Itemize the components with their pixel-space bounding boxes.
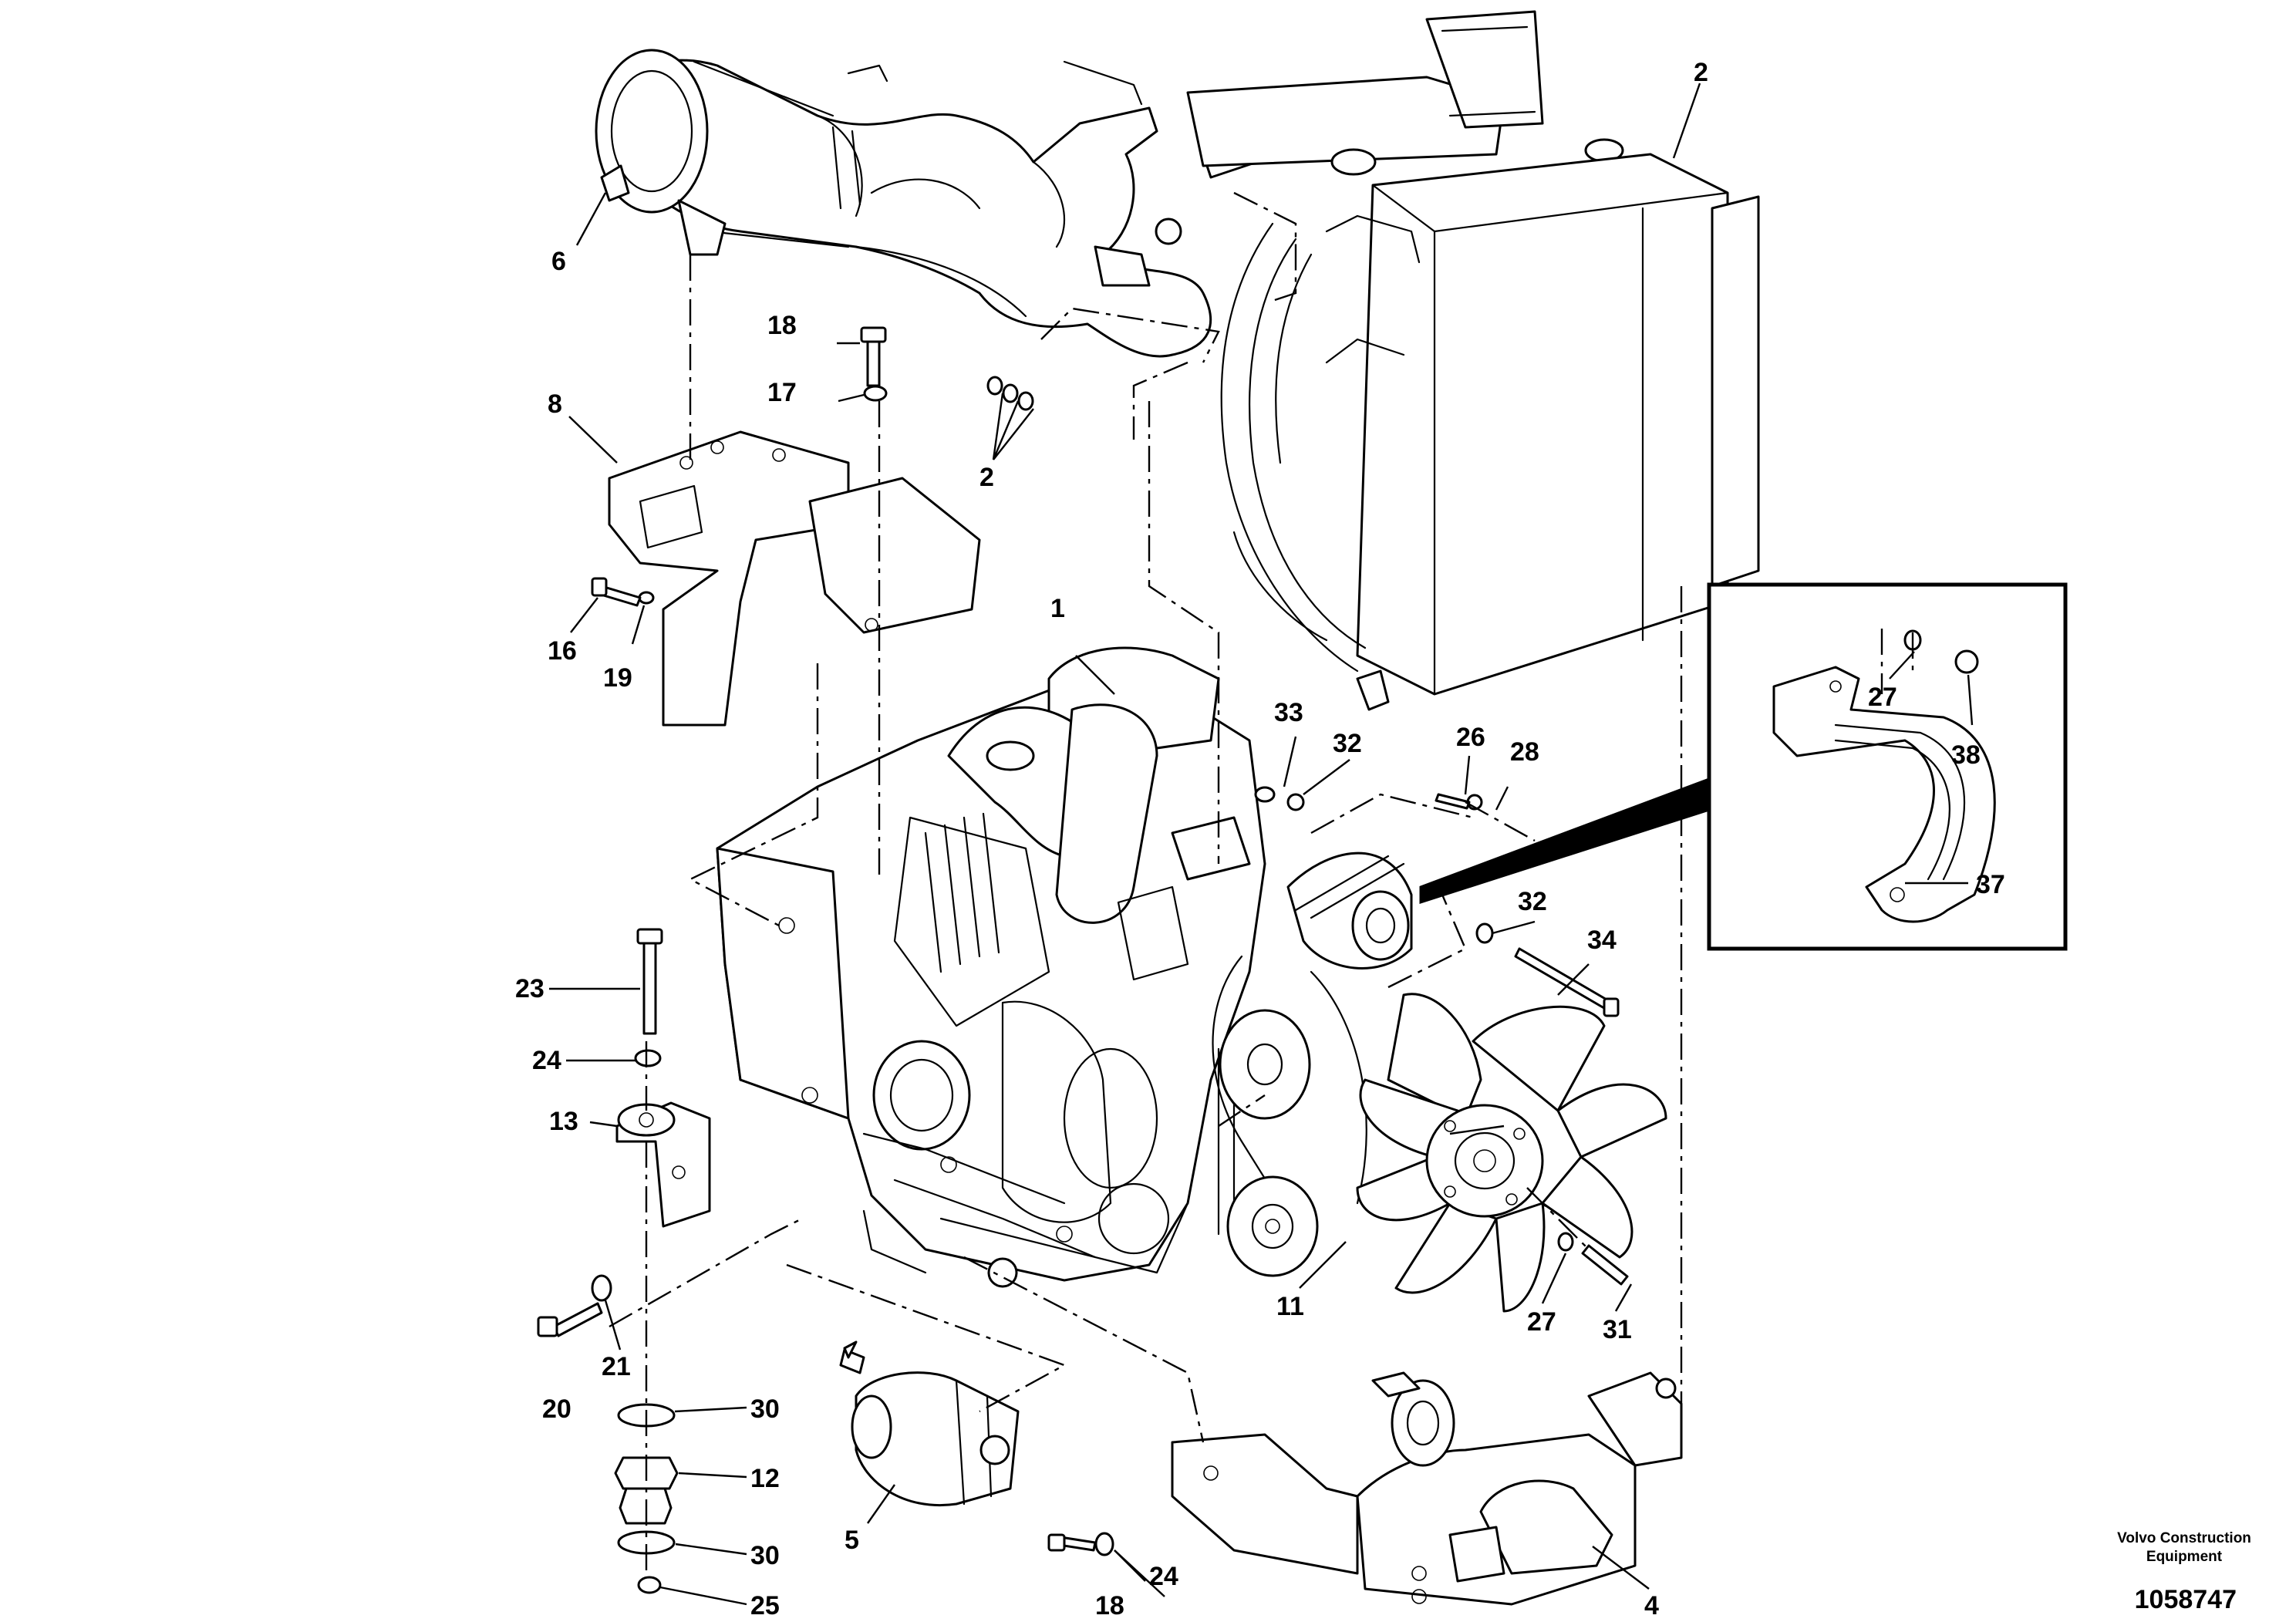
callout-24-left: 24 — [532, 1046, 561, 1075]
radiator-assembly — [1186, 10, 1760, 711]
bolts — [537, 326, 1629, 1552]
callout-21: 21 — [602, 1352, 631, 1381]
callout-4: 4 — [1644, 1591, 1659, 1620]
credit-block: Volvo Construction Equipment 1058747 — [2117, 1530, 2251, 1614]
callout-24-bottom: 24 — [1149, 1562, 1178, 1591]
callout-6: 6 — [551, 247, 566, 276]
callout-27-lower: 27 — [1527, 1307, 1556, 1337]
callout-34: 34 — [1587, 926, 1617, 955]
washers-and-nuts — [591, 376, 1574, 1594]
detail-inset — [1419, 582, 2068, 951]
callout-32-lower: 32 — [1518, 887, 1547, 916]
callout-19: 19 — [603, 663, 632, 693]
callout-16: 16 — [548, 636, 577, 666]
callout-32-upper: 32 — [1333, 729, 1362, 758]
callout-38: 38 — [1951, 740, 1981, 770]
callout-25: 25 — [750, 1591, 780, 1620]
callout-30-upper: 30 — [750, 1394, 780, 1424]
callout-28: 28 — [1510, 737, 1539, 767]
belt-and-pulleys — [1212, 851, 1413, 1277]
engine-bracket — [608, 430, 981, 727]
callout-1: 1 — [1050, 594, 1065, 623]
callout-11: 11 — [1276, 1292, 1304, 1321]
callout-23: 23 — [515, 974, 544, 1003]
document-number: 1058747 — [2135, 1585, 2237, 1614]
callout-2-radiator: 2 — [1694, 58, 1708, 87]
air-filter-assembly — [595, 49, 1259, 358]
callout-18-top: 18 — [767, 311, 797, 340]
inset-pointer — [1419, 777, 1711, 905]
credit-line-1: Volvo Construction — [2117, 1530, 2251, 1546]
callout-17: 17 — [767, 378, 797, 407]
hydraulic-pump — [839, 1348, 1020, 1506]
callout-33: 33 — [1274, 698, 1303, 727]
callout-13: 13 — [549, 1107, 578, 1136]
callout-31: 31 — [1603, 1315, 1632, 1344]
credit-line-2: Equipment — [2146, 1549, 2223, 1565]
callout-20: 20 — [542, 1394, 571, 1424]
callout-27-inset: 27 — [1868, 683, 1897, 712]
callout-30-lower: 30 — [750, 1541, 780, 1570]
leader-lines — [549, 83, 1974, 1606]
cooling-fan — [1356, 993, 1667, 1313]
callout-37: 37 — [1976, 870, 2005, 899]
callout-18-bottom: 18 — [1095, 1591, 1124, 1620]
callout-labels: 6 8 18 17 2 2 1 16 19 33 32 26 28 32 34 … — [515, 58, 2005, 1620]
callout-26: 26 — [1456, 723, 1485, 752]
assembly-lines — [609, 191, 1683, 1573]
engine-block — [716, 646, 1266, 1288]
callout-12: 12 — [750, 1464, 780, 1493]
engine-mount-13 — [615, 1101, 711, 1228]
callout-5: 5 — [845, 1526, 859, 1555]
callout-2-hardware: 2 — [979, 463, 994, 492]
engine-mount-bracket — [1171, 1371, 1683, 1606]
callout-8: 8 — [548, 389, 562, 419]
